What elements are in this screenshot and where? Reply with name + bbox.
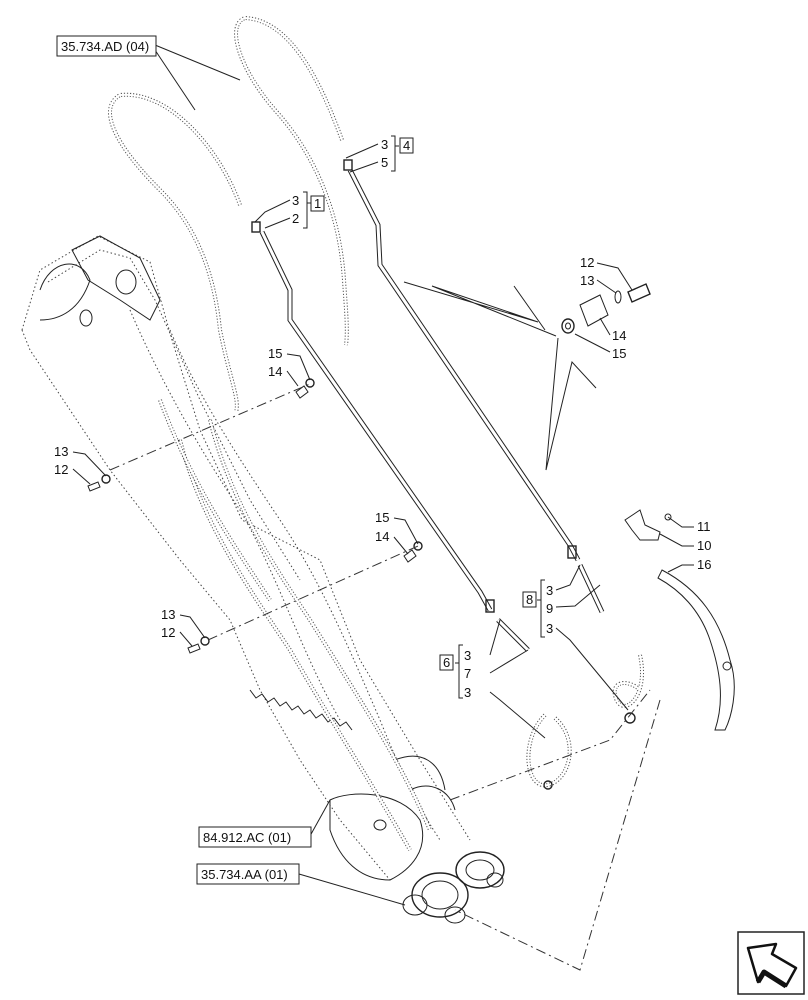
callout-12: 12 <box>161 625 175 640</box>
center-lines <box>109 382 661 971</box>
callout-10: 10 <box>697 538 711 553</box>
protective-sleeve <box>657 569 735 731</box>
callout-14: 14 <box>612 328 626 343</box>
group-6: 6 3 7 3 <box>439 644 471 700</box>
group-box-4: 4 <box>403 138 410 153</box>
group-box-1: 1 <box>314 196 321 211</box>
bracket-part <box>624 509 672 541</box>
callout-12: 12 <box>54 462 68 477</box>
group-box-8: 8 <box>526 592 533 607</box>
callouts: 12 13 14 15 15 14 13 12 15 14 13 12 11 1… <box>54 255 711 640</box>
callout-13: 13 <box>580 273 594 288</box>
callout-15: 15 <box>268 346 282 361</box>
ref-box-top[interactable]: 35.734.AD (04) <box>56 35 157 57</box>
group-1: 1 3 2 <box>292 191 325 229</box>
arm-assembly <box>21 235 505 924</box>
callout-14: 14 <box>375 529 389 544</box>
group-8: 8 3 9 3 <box>522 579 553 638</box>
ref-label-top: 35.734.AD (04) <box>61 39 149 54</box>
callout-7: 7 <box>464 666 471 681</box>
callout-3: 3 <box>381 137 388 152</box>
clamp-parts-upper-right <box>561 283 651 334</box>
hose-assembly <box>108 15 432 851</box>
tube-assembly <box>251 159 644 790</box>
callout-14: 14 <box>268 364 282 379</box>
callout-5: 5 <box>381 155 388 170</box>
callout-9: 9 <box>546 601 553 616</box>
callout-16: 16 <box>697 557 711 572</box>
callout-3: 3 <box>292 193 299 208</box>
callout-11: 11 <box>697 519 711 534</box>
callout-3: 3 <box>464 685 471 700</box>
ref-box-mid[interactable]: 84.912.AC (01) <box>198 826 312 848</box>
ref-box-bottom[interactable]: 35.734.AA (01) <box>196 863 300 885</box>
group-box-6: 6 <box>443 655 450 670</box>
callout-13: 13 <box>161 607 175 622</box>
ref-label-mid: 84.912.AC (01) <box>203 830 291 845</box>
callout-3: 3 <box>546 621 553 636</box>
callout-12: 12 <box>580 255 594 270</box>
callout-2: 2 <box>292 211 299 226</box>
ref-label-bottom: 35.734.AA (01) <box>201 867 288 882</box>
callout-3: 3 <box>546 583 553 598</box>
callout-15: 15 <box>612 346 626 361</box>
callout-15: 15 <box>375 510 389 525</box>
group-4: 4 3 5 <box>381 135 414 172</box>
next-page-icon[interactable] <box>737 931 805 995</box>
leader-lines <box>72 44 694 906</box>
callout-13: 13 <box>54 444 68 459</box>
fasteners <box>87 378 423 654</box>
callout-3: 3 <box>464 648 471 663</box>
